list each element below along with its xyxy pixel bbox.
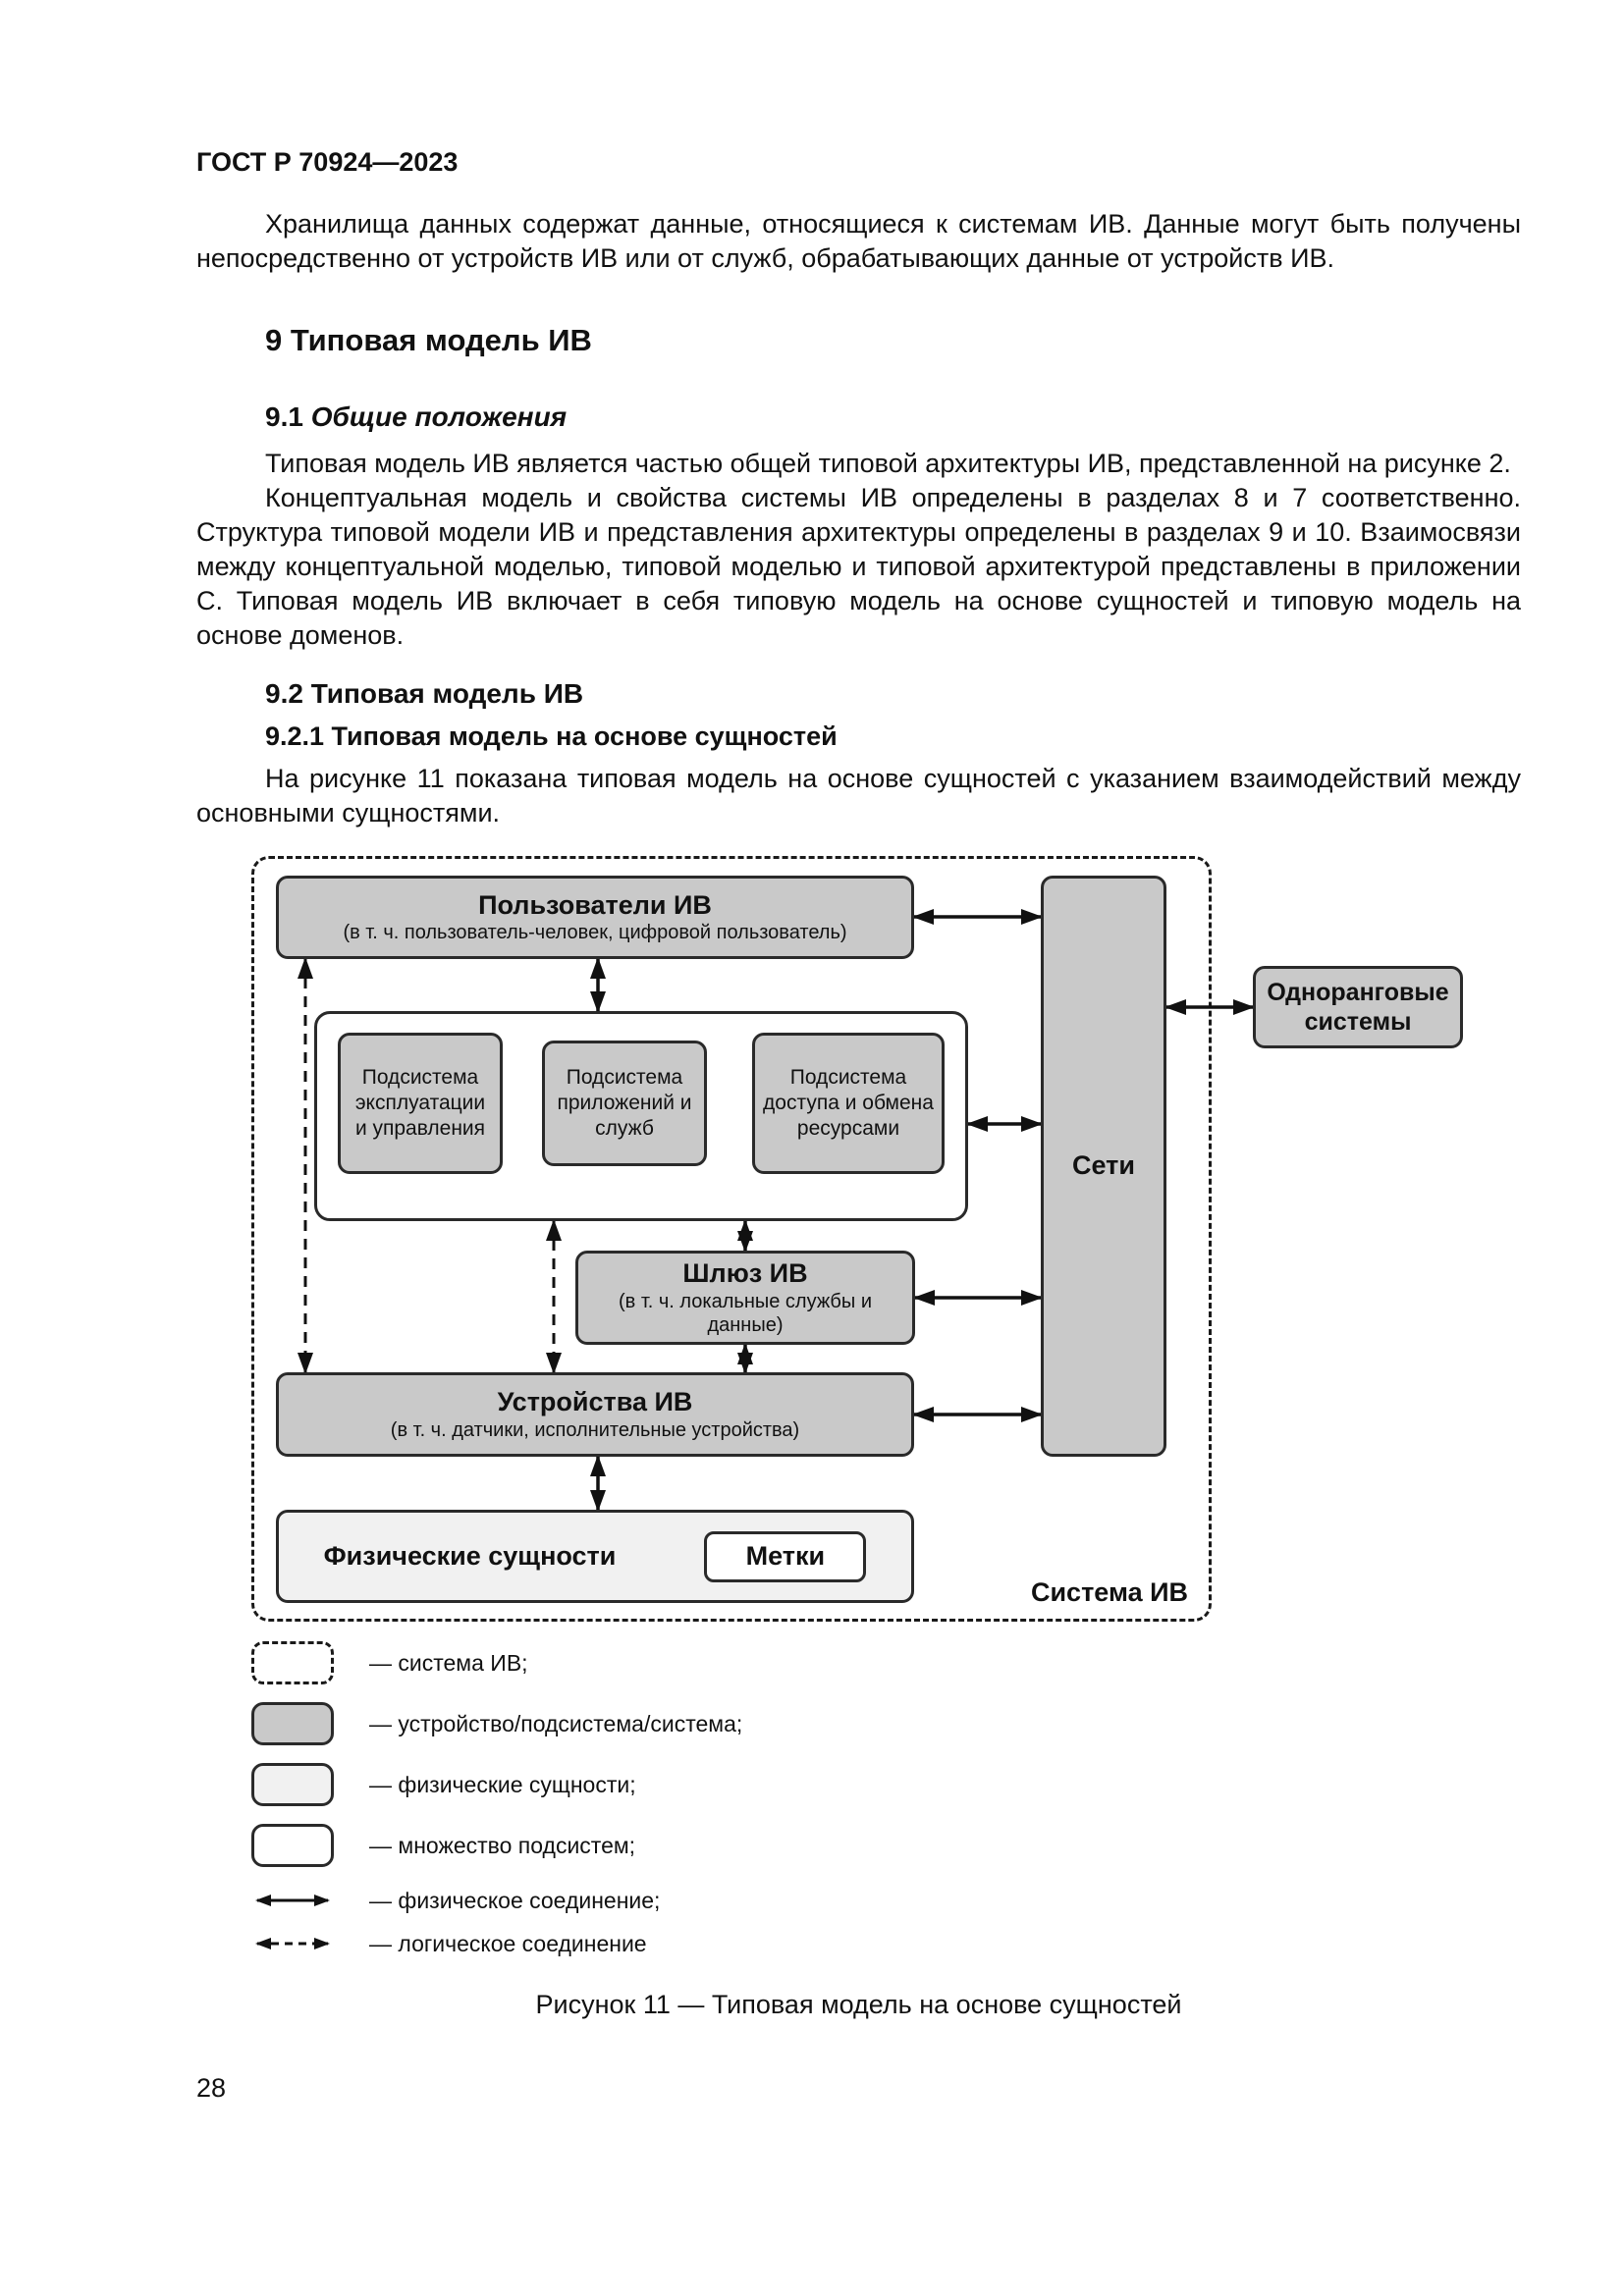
legend-item-subsystems: — множество подсистем;: [251, 1823, 1624, 1868]
legend-symbol-system-boundary: [251, 1641, 334, 1684]
legend-label: — система ИВ;: [369, 1649, 528, 1676]
figure-caption: Рисунок 11 — Типовая модель на основе су…: [535, 1990, 1182, 2019]
paragraph-9-1-a: Типовая модель ИВ является частью общей …: [265, 449, 1511, 478]
physical-entities-title: Физические сущности: [323, 1540, 617, 1571]
legend-symbol-subsystems-box: [251, 1824, 334, 1867]
section-9-1-heading: 9.1 Общие положения: [196, 401, 1521, 433]
networks-box-label: Сети: [1072, 1150, 1135, 1181]
section-9-1-title: Общие положения: [310, 401, 568, 432]
system-boundary-label: Система ИВ: [1030, 1577, 1188, 1607]
users-box: Пользователи ИВ (в т. ч. пользователь-че…: [276, 876, 914, 959]
tags-box: Метки: [704, 1530, 867, 1582]
section-9-1-number: 9.1: [265, 401, 303, 432]
connection-arrows: [298, 909, 1255, 1512]
iot-system-boundary: [251, 856, 1212, 1622]
legend-label: — множество подсистем;: [369, 1832, 636, 1858]
physical-entities-box: Физические сущности Метки: [276, 1510, 914, 1603]
legend-symbol-solid-arrow: [255, 1895, 330, 1906]
devices-box-subtitle: (в т. ч. датчики, исполнительные устройс…: [390, 1418, 800, 1441]
legend-item-physical: — физические сущности;: [251, 1762, 1624, 1807]
networks-box: Сети: [1041, 876, 1166, 1457]
paragraph-9-2-1: На рисунке 11 показана типовая модель на…: [196, 764, 1521, 828]
subsystem-applications-box: Подсистема приложений и служб: [542, 1041, 707, 1166]
section-9-2-1-heading: 9.2.1 Типовая модель на основе сущностей: [265, 721, 838, 751]
legend-label: — физическое соединение;: [369, 1887, 661, 1913]
figure-11-diagram: Пользователи ИВ (в т. ч. пользователь-че…: [0, 846, 1624, 1627]
legend-item-device: — устройство/подсистема/система;: [251, 1701, 1624, 1746]
document-number: ГОСТ Р 70924—2023: [196, 147, 459, 177]
section-9-2-heading: 9.2 Типовая модель ИВ: [265, 678, 584, 709]
legend-symbol-device-box: [251, 1702, 334, 1745]
paragraph-9-1-b: Концептуальная модель и свойства системы…: [196, 483, 1521, 650]
legend-item-system: — система ИВ;: [251, 1640, 1624, 1685]
legend-symbol-dashed-arrow: [255, 1938, 330, 1949]
figure-legend: — система ИВ; — устройство/подсистема/си…: [251, 1640, 1624, 1960]
gateway-box: Шлюз ИВ (в т. ч. локальные службы и данн…: [575, 1251, 915, 1345]
legend-label: — устройство/подсистема/система;: [369, 1710, 743, 1736]
devices-box: Устройства ИВ (в т. ч. датчики, исполнит…: [276, 1372, 914, 1457]
intro-paragraph: Хранилища данных содержат данные, относя…: [196, 209, 1521, 273]
subsystem-operation-box: Подсистема эксплуатации и управления: [338, 1033, 503, 1174]
peer-systems-box: Одноранговые системы: [1253, 966, 1463, 1048]
section-9-heading: 9 Типовая модель ИВ: [265, 323, 592, 357]
legend-item-physical-connection: — физическое соединение;: [251, 1884, 1624, 1917]
users-box-title: Пользователи ИВ: [478, 889, 712, 920]
subsystem-access-box: Подсистема доступа и обмена ресурсами: [752, 1033, 945, 1174]
gateway-box-subtitle: (в т. ч. локальные службы и данные): [618, 1290, 872, 1336]
devices-box-title: Устройства ИВ: [497, 1387, 693, 1417]
legend-label: — логическое соединение: [369, 1930, 647, 1956]
gateway-box-title: Шлюз ИВ: [682, 1258, 808, 1289]
legend-symbol-physical-box: [251, 1763, 334, 1806]
legend-label: — физические сущности;: [369, 1771, 636, 1797]
tags-box-label: Метки: [745, 1540, 826, 1571]
legend-item-logical-connection: — логическое соединение: [251, 1927, 1624, 1960]
users-box-subtitle: (в т. ч. пользователь-человек, цифровой …: [343, 922, 847, 944]
page-number: 28: [196, 2073, 227, 2103]
